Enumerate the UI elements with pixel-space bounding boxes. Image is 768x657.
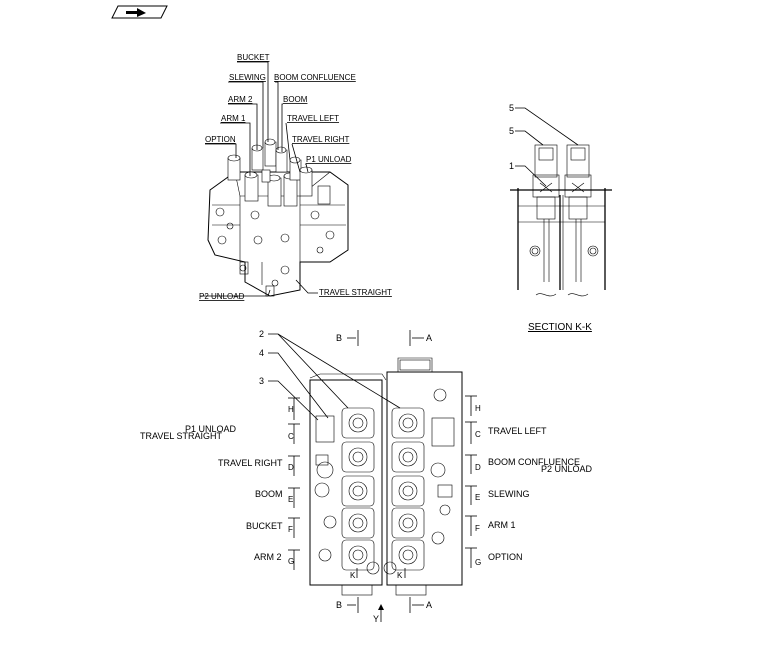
front-label-travel-straight: TRAVEL STRAIGHT xyxy=(140,431,223,441)
section-callout-5a: 5 xyxy=(509,103,514,113)
iso-label-boom: BOOM xyxy=(283,95,308,104)
iso-label-bucket: BUCKET xyxy=(237,53,270,62)
iso-label-travel-straight: TRAVEL STRAIGHT xyxy=(319,288,392,297)
iso-label-arm2: ARM 2 xyxy=(228,95,253,104)
mark-a-bottom: A xyxy=(426,600,432,610)
front-label-arm1: ARM 1 xyxy=(488,520,516,530)
mark-b-bottom: B xyxy=(336,600,342,610)
mark-g-right: G xyxy=(475,558,481,567)
front-label-boom-confluence: BOOM CONFLUENCE xyxy=(488,457,580,467)
section-callout-5b: 5 xyxy=(509,126,514,136)
front-label-slewing: SLEWING xyxy=(488,489,530,499)
mark-e-left: E xyxy=(288,495,293,504)
iso-label-boom-confluence: BOOM CONFLUENCE xyxy=(274,73,356,82)
mark-b-top: B xyxy=(336,333,342,343)
front-callout-2: 2 xyxy=(259,329,264,339)
front-label-travel-left: TRAVEL LEFT xyxy=(488,426,547,436)
section-kk-title: SECTION K-K xyxy=(528,322,592,333)
mark-a-top: A xyxy=(426,333,432,343)
mark-c-right: C xyxy=(475,430,481,439)
isometric-valve-view: BUCKET SLEWING BOOM CONFLUENCE ARM 2 BOO… xyxy=(199,53,392,301)
front-valve-view: 2 4 3 B A B A Y K K H xyxy=(140,329,593,624)
front-label-p1-unload: P1 UNLOAD xyxy=(185,424,237,434)
front-label-boom: BOOM xyxy=(255,489,283,499)
iso-label-travel-left: TRAVEL LEFT xyxy=(287,114,339,123)
front-callout-3: 3 xyxy=(259,376,264,386)
front-callout-4: 4 xyxy=(259,348,264,358)
iso-label-travel-right: TRAVEL RIGHT xyxy=(292,135,349,144)
front-label-p2-unload: P2 UNLOAD xyxy=(541,464,593,474)
mark-c-left: C xyxy=(288,432,294,441)
arrow-right-icon[interactable] xyxy=(111,5,168,19)
mark-h-right: H xyxy=(475,404,481,413)
mark-d-right: D xyxy=(475,463,481,472)
mark-k-right: K xyxy=(397,571,403,580)
iso-label-p1-unload: P1 UNLOAD xyxy=(306,155,352,164)
section-callout-1: 1 xyxy=(509,161,514,171)
iso-label-option: OPTION xyxy=(205,135,236,144)
section-kk-view: 5 5 1 SECTION K-K xyxy=(509,103,612,333)
mark-h-left: H xyxy=(288,405,294,414)
iso-label-slewing: SLEWING xyxy=(229,73,266,82)
mark-y: Y xyxy=(373,614,379,624)
iso-label-p2-unload: P2 UNLOAD xyxy=(199,292,245,301)
front-label-travel-right: TRAVEL RIGHT xyxy=(218,458,283,468)
mark-k-left: K xyxy=(350,571,356,580)
front-label-bucket: BUCKET xyxy=(246,521,283,531)
front-label-option: OPTION xyxy=(488,552,523,562)
iso-label-arm1: ARM 1 xyxy=(221,114,246,123)
mark-e-right: E xyxy=(475,493,480,502)
mark-d-left: D xyxy=(288,463,294,472)
mark-f-left: F xyxy=(288,525,293,534)
mark-g-left: G xyxy=(288,557,294,566)
mark-f-right: F xyxy=(475,524,480,533)
front-label-arm2: ARM 2 xyxy=(254,552,282,562)
